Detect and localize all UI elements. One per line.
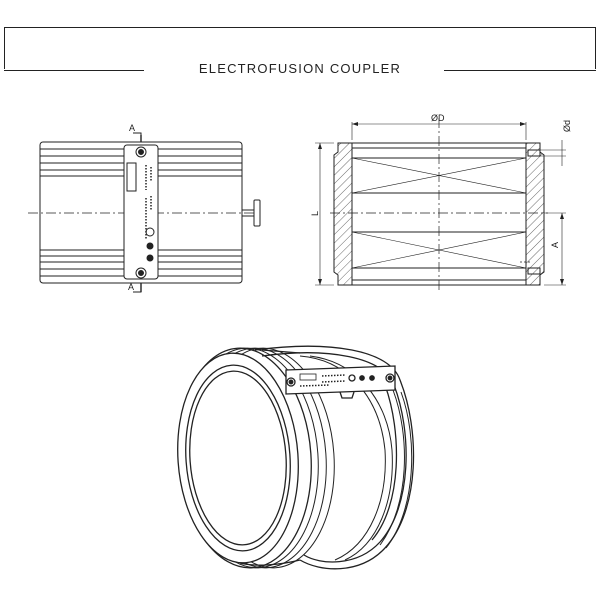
title-rule-left: [4, 70, 144, 72]
section-mark-top: A: [129, 123, 135, 133]
length-label: L: [310, 211, 320, 216]
title-rule-right: [444, 70, 596, 72]
side-view: A A: [28, 123, 261, 293]
title-frame: [4, 27, 596, 69]
section-view: ØD Ød L A: [310, 113, 572, 292]
drawing-title: ELECTROFUSION COUPLER: [190, 61, 410, 76]
isometric-view: [177, 345, 415, 570]
depth-label: A: [550, 242, 560, 248]
title-row: ELECTROFUSION COUPLER: [0, 58, 600, 82]
small-diameter-label: Ød: [562, 120, 572, 132]
section-mark-bottom: A: [128, 282, 134, 292]
outer-diameter-label: ØD: [431, 113, 445, 123]
